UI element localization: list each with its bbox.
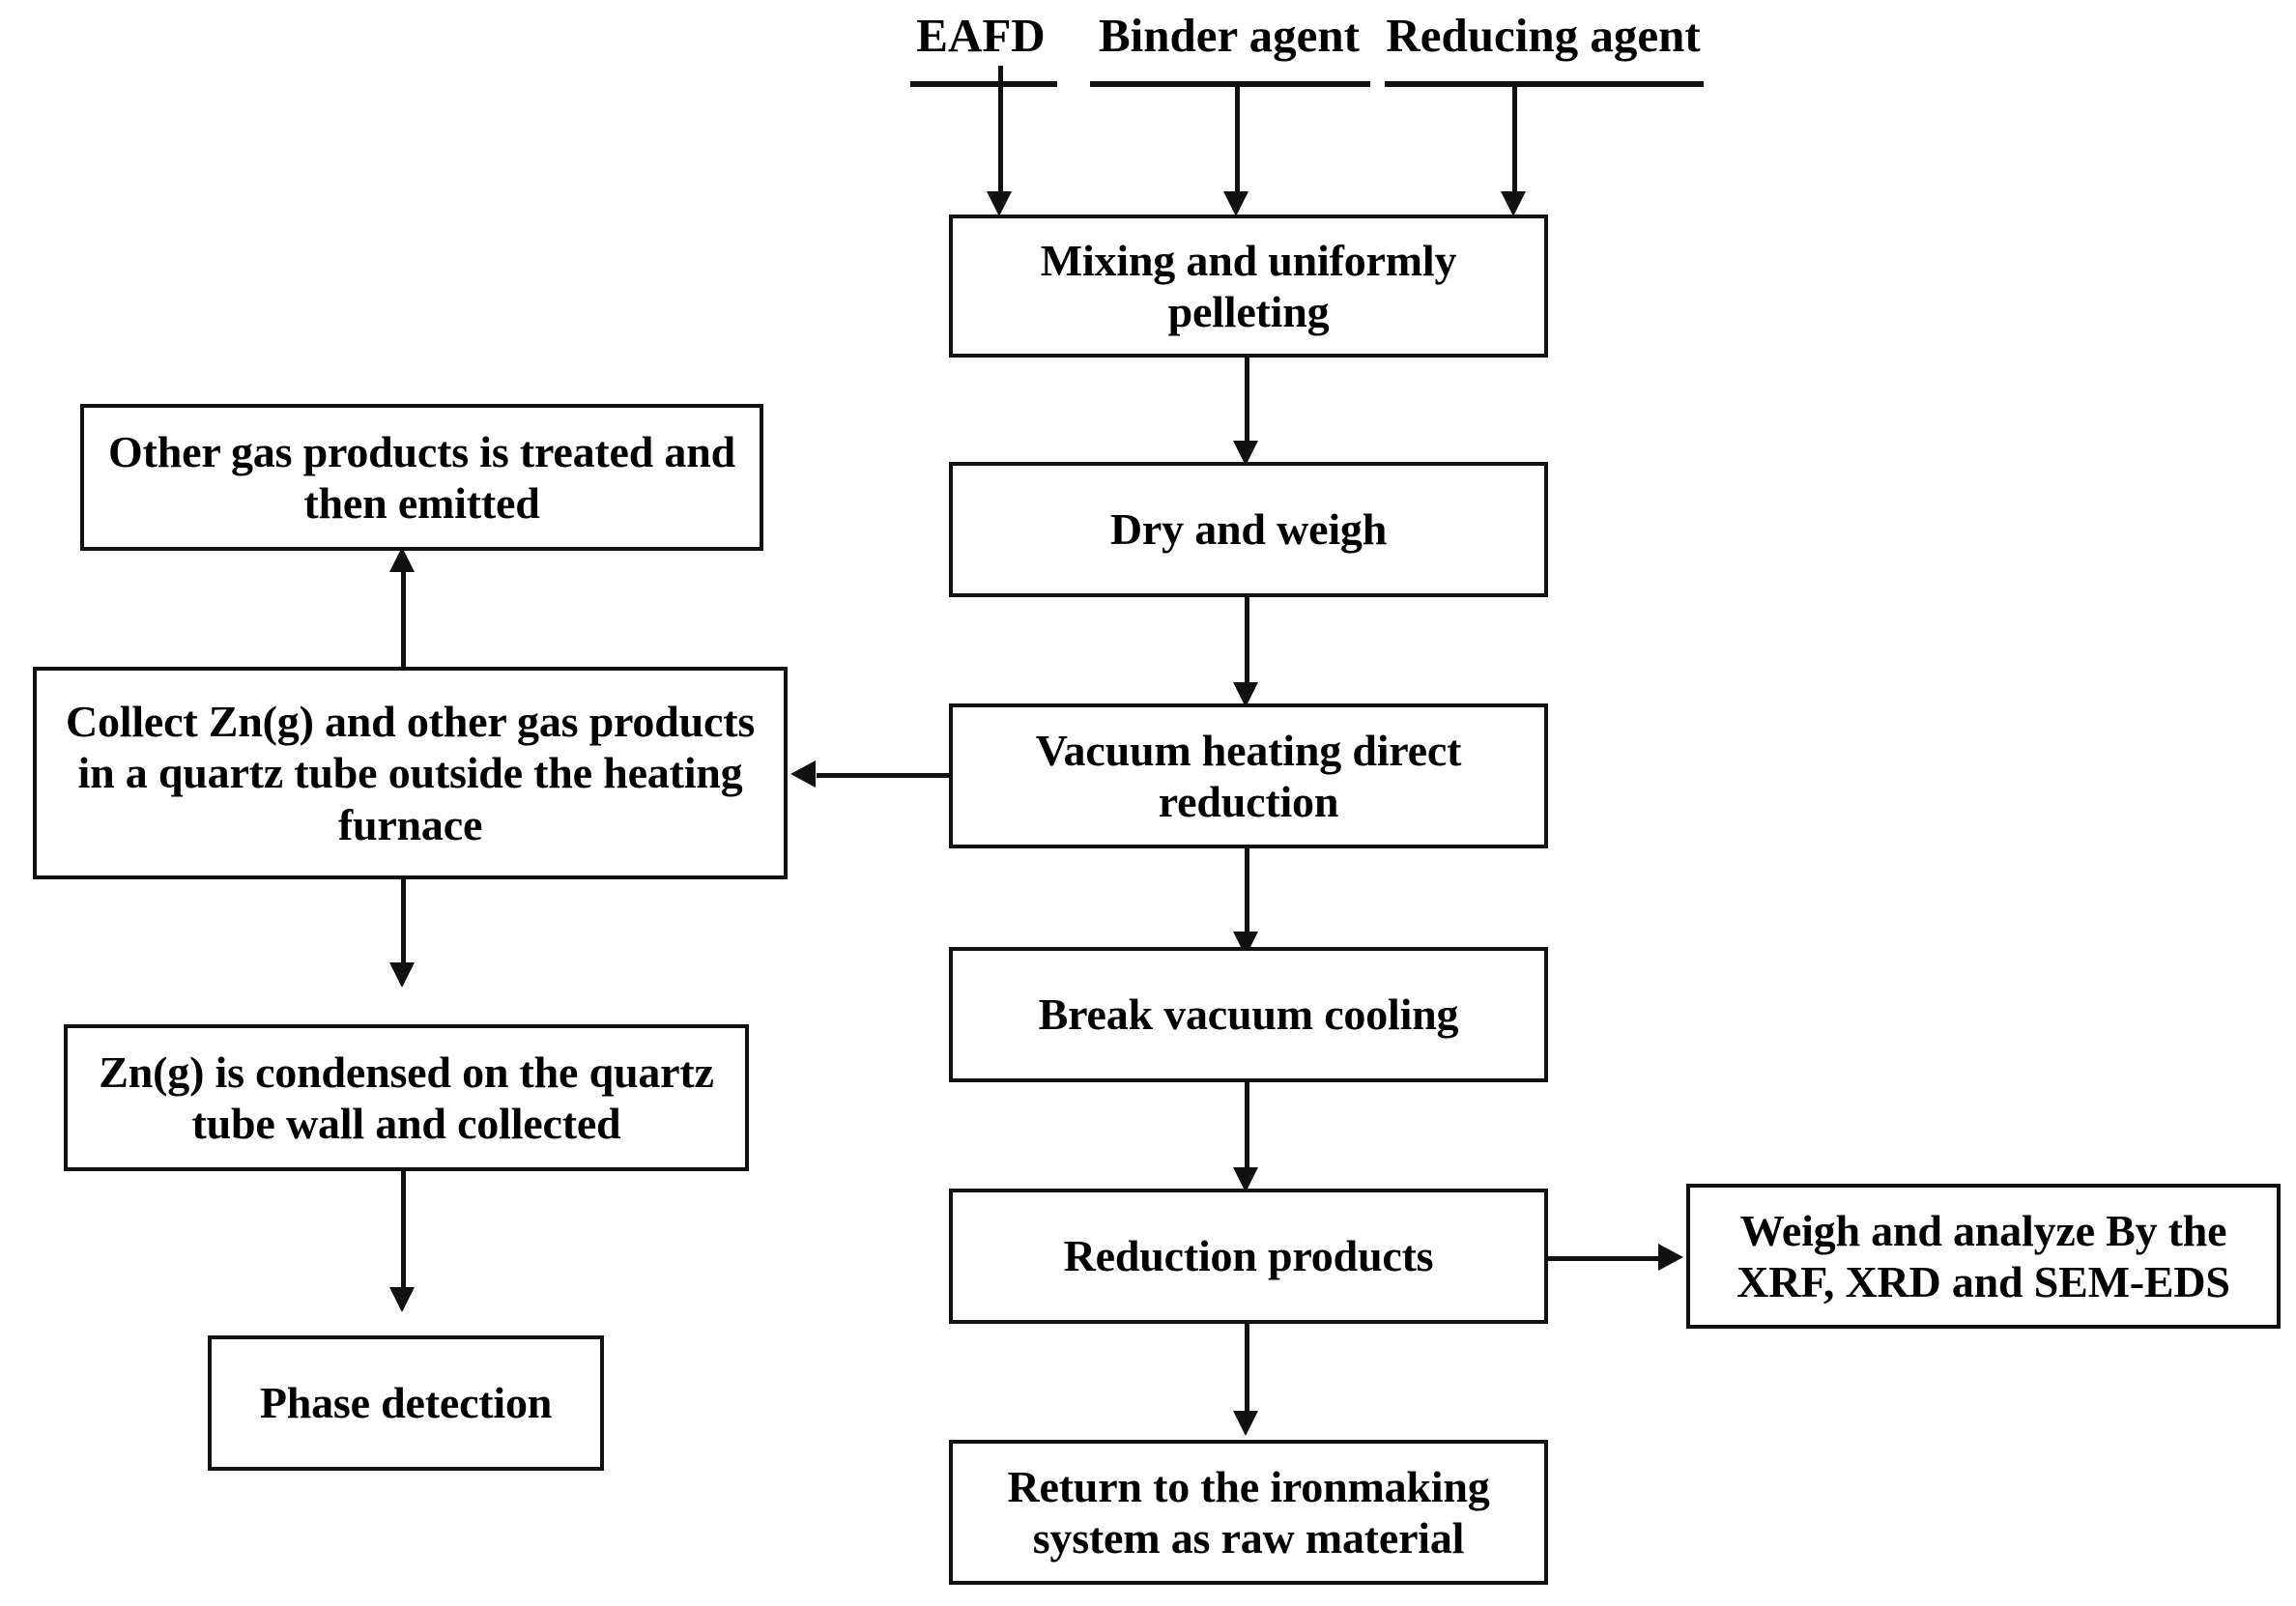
node-mixing-label: Mixing and uniformly pelleting — [1040, 235, 1457, 336]
arrowhead-products-to-analyze — [1658, 1244, 1683, 1271]
node-vacuum-heating-direct-reduction[interactable]: Vacuum heating direct reduction — [949, 703, 1548, 848]
input-label-eafd: EAFD — [916, 9, 1046, 62]
arrowhead-reducing-to-mixing — [1501, 191, 1526, 216]
edge-binder-to-mixing — [1235, 81, 1240, 201]
edge-products-to-analyze — [1548, 1256, 1664, 1261]
arrowhead-cooling-to-products — [1233, 1167, 1258, 1192]
node-phase-detection[interactable]: Phase detection — [208, 1335, 604, 1471]
input-underline-eafd — [910, 81, 1057, 87]
edge-vacuum-to-cooling — [1245, 848, 1249, 941]
node-reduction-products[interactable]: Reduction products — [949, 1189, 1548, 1324]
arrowhead-collect-to-condensed — [389, 962, 415, 988]
edge-collect-to-condensed — [401, 879, 406, 970]
edge-products-to-return — [1245, 1324, 1249, 1420]
input-underline-binder-agent — [1090, 81, 1370, 87]
node-return-to-ironmaking-system[interactable]: Return to the ironmaking system as raw m… — [949, 1440, 1548, 1585]
edge-dry-to-vacuum — [1245, 597, 1249, 692]
input-label-reducing-agent: Reducing agent — [1386, 9, 1701, 62]
node-vacuum-label: Vacuum heating direct reduction — [1035, 725, 1462, 826]
edge-condensed-to-phase — [401, 1171, 406, 1295]
node-zn-condensed[interactable]: Zn(g) is condensed on the quartz tube wa… — [64, 1024, 749, 1171]
edge-vacuum-to-collect — [817, 773, 950, 778]
node-return-label: Return to the ironmaking system as raw m… — [1007, 1461, 1490, 1563]
node-collect-zn-gas[interactable]: Collect Zn(g) and other gas products in … — [33, 667, 788, 879]
arrowhead-collect-to-othergas — [389, 547, 415, 572]
edge-cooling-to-products — [1245, 1082, 1249, 1177]
node-break-vacuum-cooling[interactable]: Break vacuum cooling — [949, 947, 1548, 1082]
edge-collect-to-othergas — [401, 572, 406, 667]
input-underline-reducing-agent — [1385, 81, 1704, 87]
arrowhead-dry-to-vacuum — [1233, 682, 1258, 707]
edge-reducing-to-mixing — [1512, 81, 1517, 201]
arrowhead-vacuum-to-collect — [790, 760, 816, 788]
arrowhead-binder-to-mixing — [1223, 191, 1248, 216]
node-collect-label: Collect Zn(g) and other gas products in … — [65, 696, 756, 849]
node-othergas-label: Other gas products is treated and then e… — [108, 426, 735, 528]
node-cooling-label: Break vacuum cooling — [1038, 989, 1459, 1040]
edge-mixing-to-dry — [1245, 358, 1249, 450]
node-other-gas-products[interactable]: Other gas products is treated and then e… — [80, 404, 763, 551]
node-condensed-label: Zn(g) is condensed on the quartz tube wa… — [99, 1047, 714, 1148]
arrowhead-mixing-to-dry — [1233, 441, 1258, 466]
input-label-binder-agent: Binder agent — [1099, 9, 1360, 62]
node-dry-label: Dry and weigh — [1109, 504, 1388, 555]
node-weigh-and-analyze[interactable]: Weigh and analyze By the XRF, XRD and SE… — [1686, 1184, 2281, 1329]
node-analyze-label: Weigh and analyze By the XRF, XRD and SE… — [1736, 1205, 2230, 1306]
node-dry-and-weigh[interactable]: Dry and weigh — [949, 462, 1548, 597]
node-mixing-and-pelleting[interactable]: Mixing and uniformly pelleting — [949, 215, 1548, 358]
arrowhead-condensed-to-phase — [389, 1287, 415, 1312]
edge-eafd-to-mixing — [998, 66, 1003, 201]
arrowhead-eafd-to-mixing — [987, 191, 1012, 216]
arrowhead-products-to-return — [1233, 1411, 1258, 1436]
node-products-label: Reduction products — [1063, 1231, 1434, 1281]
node-phase-label: Phase detection — [259, 1378, 553, 1428]
